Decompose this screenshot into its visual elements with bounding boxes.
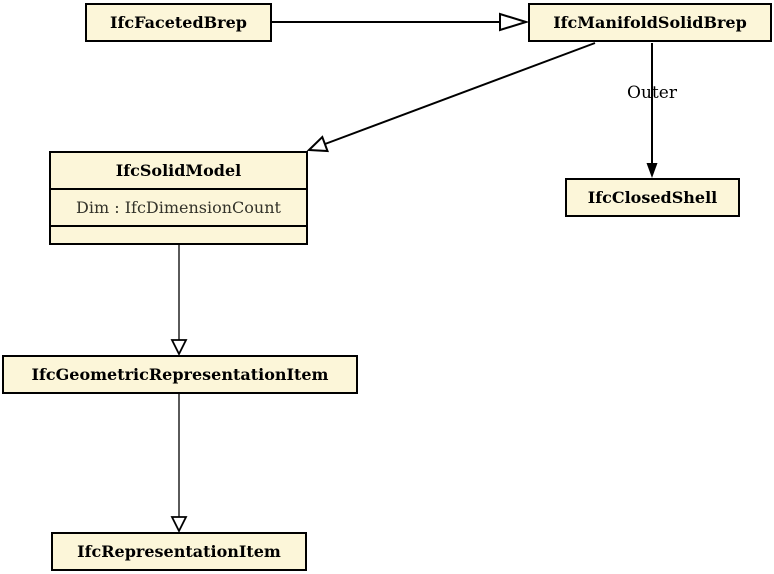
class-name: IfcManifoldSolidBrep xyxy=(553,13,747,32)
class-name: IfcGeometricRepresentationItem xyxy=(31,365,329,384)
edge-association-manifoldsolidbrep-to-closedshell xyxy=(646,43,658,178)
filled-arrowhead-icon xyxy=(646,163,658,178)
class-node-ifcgeometricrepresentationitem[interactable]: IfcGeometricRepresentationItem xyxy=(2,355,358,394)
class-node-ifcrepresentationitem[interactable]: IfcRepresentationItem xyxy=(51,532,307,571)
edge-inheritance-manifoldsolidbrep-to-solidmodel xyxy=(306,42,596,153)
class-name: IfcSolidModel xyxy=(115,161,242,180)
class-node-ifcclosedshell[interactable]: IfcClosedShell xyxy=(565,178,740,217)
class-name-compartment: IfcSolidModel xyxy=(51,153,306,190)
class-name: IfcClosedShell xyxy=(587,188,718,207)
class-node-ifcmanifoldsolidbrep[interactable]: IfcManifoldSolidBrep xyxy=(528,3,772,42)
class-node-ifcsolidmodel[interactable]: IfcSolidModel Dim : IfcDimensionCount xyxy=(49,151,308,245)
edge-inheritance-geometricrepresentationitem-to-representationitem xyxy=(170,394,188,534)
open-triangle-arrowhead-icon xyxy=(499,12,530,32)
edge-inheritance-facetedbrep-to-manifoldsolidbrep xyxy=(272,12,530,32)
class-attributes-compartment: Dim : IfcDimensionCount xyxy=(51,190,306,227)
class-name: IfcFacetedBrep xyxy=(110,13,247,32)
class-name: IfcRepresentationItem xyxy=(77,542,281,561)
attribute-dim: Dim : IfcDimensionCount xyxy=(76,198,281,217)
open-triangle-arrowhead-icon xyxy=(170,516,188,534)
edge-inheritance-solidmodel-to-geometricrepresentationitem xyxy=(170,245,188,357)
edge-label-outer: Outer xyxy=(627,83,677,103)
class-node-ifcfacetedbrep[interactable]: IfcFacetedBrep xyxy=(85,3,272,42)
open-triangle-arrowhead-icon xyxy=(170,339,188,357)
open-triangle-arrowhead-icon xyxy=(306,135,329,153)
class-operations-compartment xyxy=(51,227,306,241)
